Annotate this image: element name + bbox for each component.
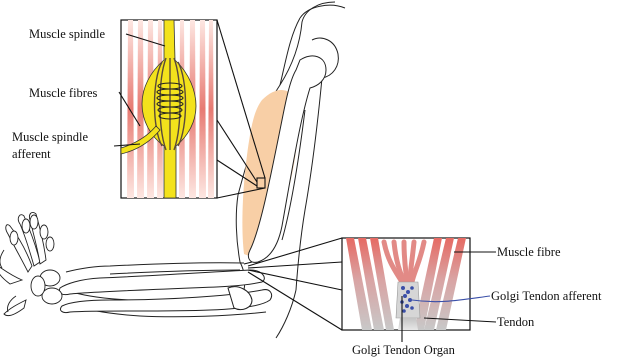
hand-bones bbox=[0, 212, 62, 315]
label-tendon: Tendon bbox=[497, 315, 535, 329]
label-spindle-afferent-1: Muscle spindle bbox=[12, 130, 88, 144]
label-muscle-fibre: Muscle fibre bbox=[497, 245, 561, 259]
label-golgi-organ: Golgi Tendon Organ bbox=[352, 343, 456, 357]
label-muscle-fibres: Muscle fibres bbox=[29, 86, 98, 100]
golgi-tendon-inset bbox=[342, 238, 470, 330]
label-golgi-afferent: Golgi Tendon afferent bbox=[491, 289, 602, 303]
muscle-spindle-inset bbox=[121, 20, 217, 198]
label-spindle-afferent-2: afferent bbox=[12, 147, 51, 161]
label-muscle-spindle: Muscle spindle bbox=[29, 27, 105, 41]
